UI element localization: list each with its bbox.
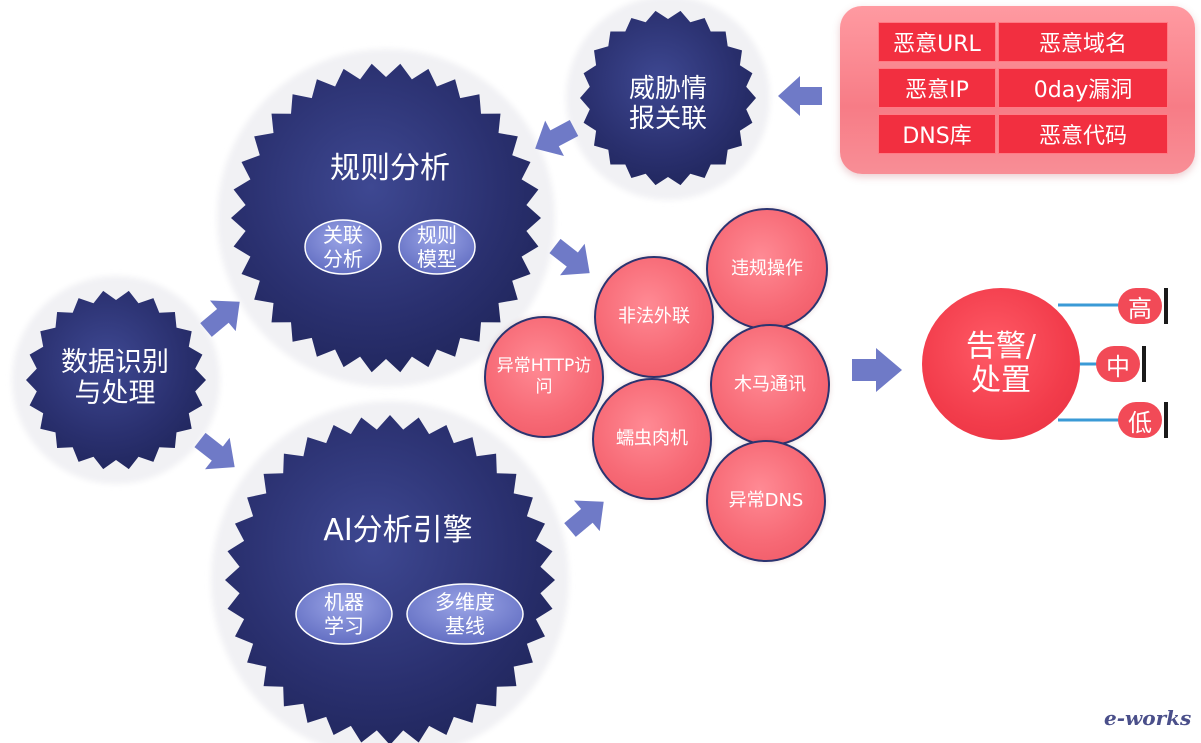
threat-intel-label: 威胁情 报关联 [628, 74, 707, 134]
arrow-panel-to-intel [778, 76, 822, 116]
pill-multi-baseline [406, 583, 524, 645]
level-high-bar [1164, 288, 1168, 324]
intel-malicious-url: 恶意URL [878, 22, 996, 62]
threat-abnormal-http: 异常HTTP访 问 [484, 316, 604, 438]
arrow-threats-to-alert [852, 348, 902, 392]
correlation-analysis-label: 关联 分析 [323, 223, 363, 271]
gear-rule-analysis [231, 63, 541, 373]
gear-data-processing [26, 290, 206, 470]
intel-sources-panel: 恶意URL 恶意域名 恶意IP 0day漏洞 DNS库 恶意代码 [840, 6, 1195, 174]
multi-baseline-label: 多维度 基线 [435, 590, 495, 638]
data-processing-label: 数据识别 与处理 [61, 347, 169, 410]
rule-model-label: 规则 模型 [417, 223, 457, 271]
arrow-rules-to-threats [549, 238, 590, 276]
threat-illegal-outbound: 非法外联 [594, 256, 714, 378]
gear-ai-engine [225, 415, 555, 743]
pill-correlation-analysis [304, 219, 382, 275]
rule-analysis-title: 规则分析 [330, 151, 450, 186]
intel-malicious-ip: 恶意IP [878, 68, 996, 108]
threat-violation: 违规操作 [706, 208, 828, 330]
arrow-to-rule-analysis [200, 300, 240, 337]
level-low: 低 [1118, 402, 1162, 438]
threat-abnormal-dns: 异常DNS [706, 440, 826, 562]
intel-dns-db: DNS库 [878, 114, 996, 154]
gear-threat-intel [580, 10, 756, 186]
intel-malicious-domain: 恶意域名 [998, 22, 1168, 62]
arrow-ai-to-threats [564, 500, 604, 537]
level-medium-bar [1142, 346, 1146, 382]
machine-learning-label: 机器 学习 [324, 590, 364, 638]
threat-trojan: 木马通讯 [710, 324, 830, 446]
pill-rule-model [398, 219, 476, 275]
alert-disposal-node: 告警/ 处置 [922, 288, 1080, 440]
ai-engine-title: AI分析引擎 [323, 513, 473, 548]
level-high: 高 [1118, 288, 1162, 324]
level-medium: 中 [1096, 346, 1140, 382]
level-low-bar [1164, 402, 1168, 438]
arrow-to-ai-engine [194, 432, 235, 470]
intel-malicious-code: 恶意代码 [998, 114, 1168, 154]
intel-0day: 0day漏洞 [998, 68, 1168, 108]
pill-machine-learning [295, 583, 393, 645]
arrow-intel-to-rules [535, 120, 579, 156]
threat-worm-bot: 蠕虫肉机 [592, 378, 712, 500]
e-works-logo: e-works [1104, 706, 1192, 730]
